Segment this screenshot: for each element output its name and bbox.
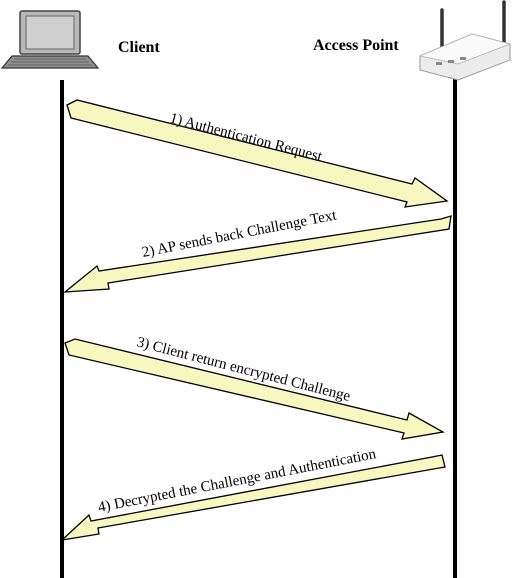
client-label: Client [118,39,160,56]
access-point-label: Access Point [313,37,399,54]
message-4-arrow [59,454,446,541]
wireless-router-icon [418,0,512,81]
message-1-arrow [66,99,449,208]
message-3-arrow [64,338,445,440]
laptop-icon [0,10,100,69]
message-2-arrow [62,215,452,293]
